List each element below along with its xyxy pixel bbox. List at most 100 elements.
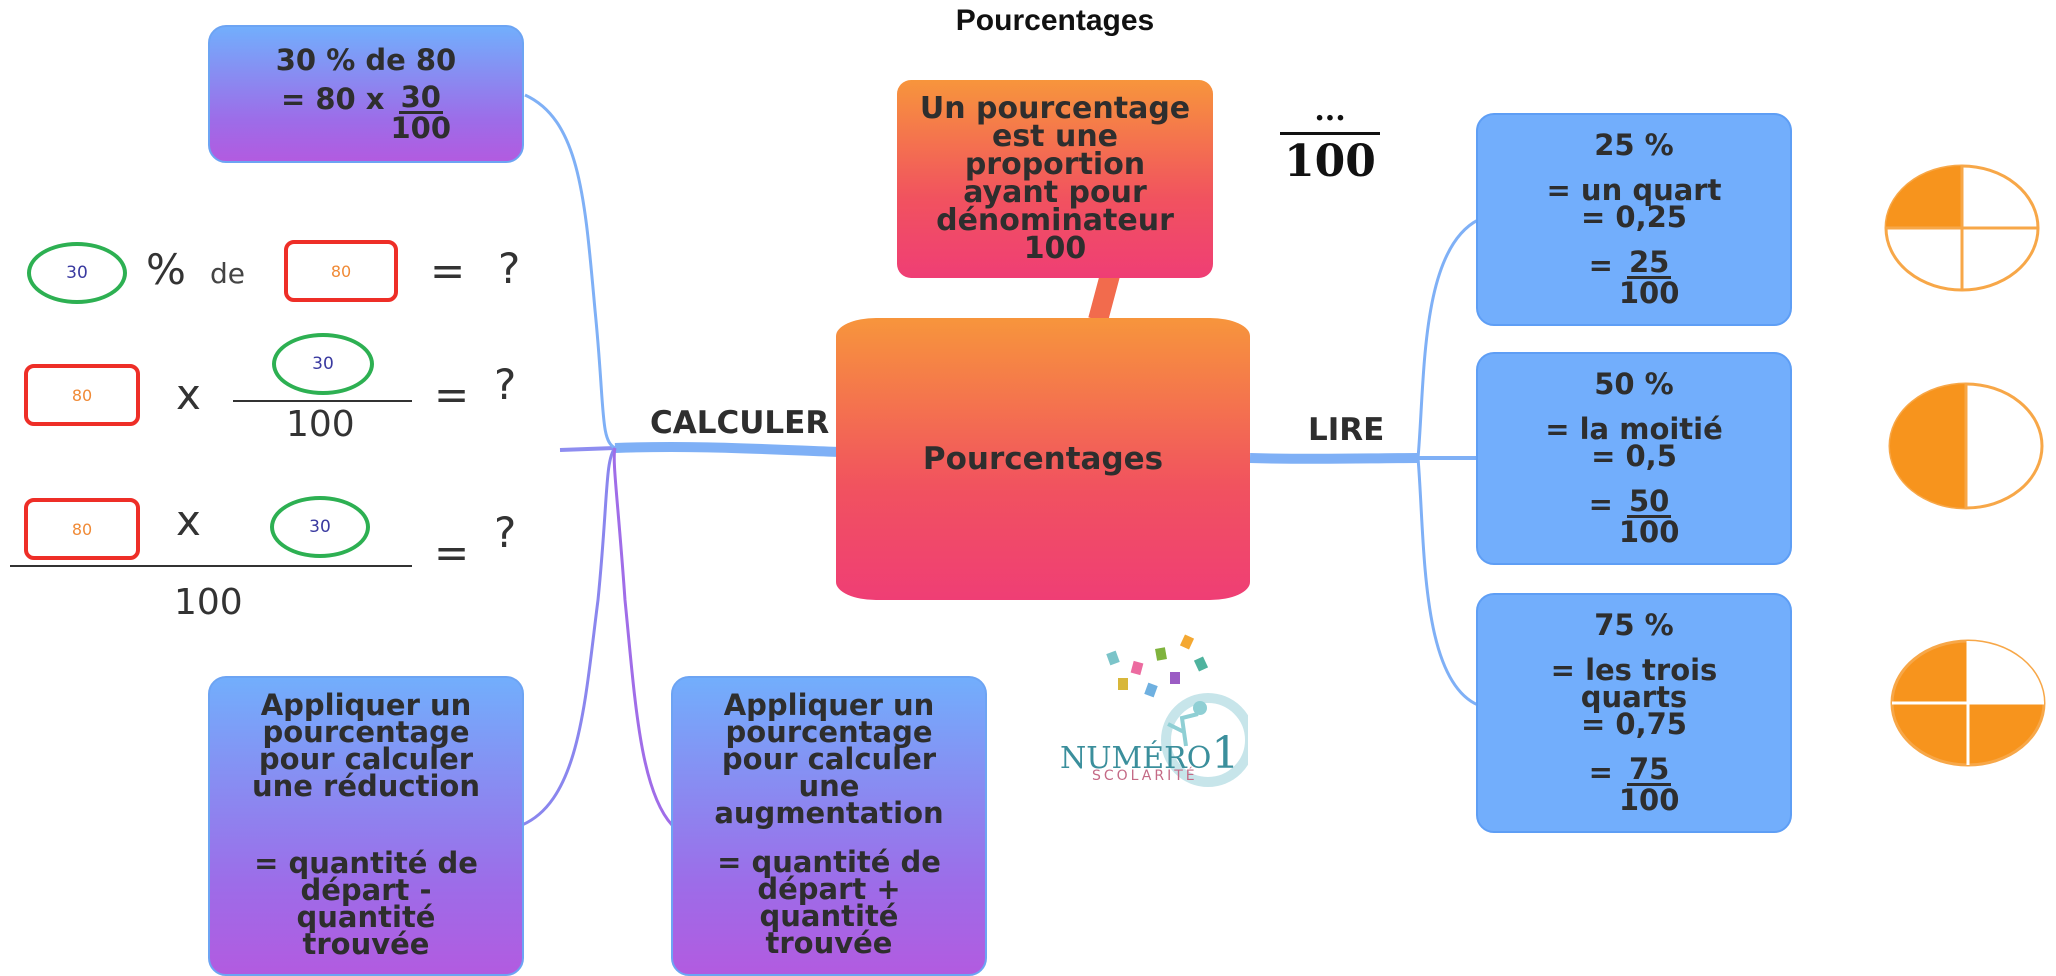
- central-topic-label: Pourcentages: [922, 441, 1164, 477]
- formula-row3-question: ?: [494, 508, 517, 557]
- formula-row3-denominator: 100: [174, 582, 243, 623]
- read-eq: =: [1588, 247, 1613, 282]
- formula-row2-denominator: 100: [286, 404, 355, 445]
- connector-augmentation: [612, 447, 674, 827]
- reduction-line: Appliquer un: [260, 688, 472, 722]
- read-numerator: 25: [1626, 245, 1672, 279]
- connector-calculer: [614, 441, 841, 457]
- formula-row2-percent-oval: 30: [272, 333, 374, 395]
- page-title: Pourcentages: [955, 4, 1155, 37]
- fraction-denominator: 100: [1284, 136, 1376, 187]
- definition-line: proportion: [964, 147, 1146, 182]
- augmentation-formula-line: = quantité de: [717, 845, 941, 879]
- read-denominator: 100: [1618, 276, 1680, 310]
- example-title: 30 % de 80: [275, 42, 457, 77]
- read-box-75: 75 % = les trois quarts = 0,75 = 75 100: [1476, 593, 1792, 833]
- read-numerator: 50: [1626, 484, 1672, 518]
- formula-row1-percent-sign: %: [146, 245, 186, 294]
- formula-row3-quantity-rect: 80: [24, 498, 140, 560]
- connector-25: [1416, 218, 1479, 459]
- read-box-50: 50 % = la moitié = 0,5 = 50 100: [1476, 352, 1792, 565]
- read-eq: =: [1588, 754, 1613, 789]
- augmentation-box: Appliquer un pourcentage pour calculer u…: [671, 676, 987, 976]
- read-words: = les trois: [1550, 653, 1718, 687]
- formula-row1-quantity-rect: 80: [284, 240, 398, 302]
- reduction-formula-line: quantité: [296, 900, 436, 934]
- read-numerator: 75: [1626, 752, 1672, 786]
- augmentation-formula-line: quantité: [759, 899, 899, 933]
- definition-line: est une: [991, 119, 1119, 154]
- read-fraction-row: = 75 100: [1588, 752, 1680, 817]
- formula-row2-question: ?: [494, 360, 517, 409]
- read-words: quarts: [1580, 680, 1688, 714]
- circle-50-filled-part: [1890, 384, 1966, 508]
- formula-row3-times: x: [176, 496, 201, 545]
- connector-definition: [1088, 272, 1120, 323]
- augmentation-line: une: [798, 769, 860, 803]
- read-eq: =: [1588, 486, 1613, 521]
- augmentation-line: augmentation: [714, 796, 944, 830]
- read-percent: 50 %: [1594, 367, 1674, 401]
- reduction-formula-line: départ -: [300, 873, 432, 907]
- logo-word: NUMÉRO: [1060, 741, 1212, 776]
- fraction-numerator: ...: [1280, 96, 1380, 135]
- formula-row2-times: x: [176, 370, 201, 419]
- central-topic: Pourcentages: [836, 318, 1250, 600]
- augmentation-line: pourcentage: [725, 715, 933, 749]
- connector-75: [1416, 457, 1479, 707]
- read-words: = la moitié: [1545, 412, 1723, 446]
- formula-row1-de: de: [210, 257, 245, 290]
- read-denominator: 100: [1618, 515, 1680, 549]
- example-eq: = 80 x: [280, 82, 385, 116]
- formula-row1-equals: =: [430, 246, 466, 295]
- branch-label-calculer: CALCULER: [650, 405, 830, 441]
- read-fraction: 50 100: [1618, 484, 1680, 549]
- read-decimal: = 0,75: [1581, 707, 1687, 741]
- read-decimal: = 0,25: [1581, 200, 1687, 234]
- example-fraction: 30 100: [390, 82, 452, 145]
- read-decimal: = 0,5: [1591, 439, 1677, 473]
- formula-row1-question: ?: [498, 244, 521, 293]
- formula-row3-equals: =: [434, 528, 470, 577]
- reduction-line: pour calculer: [258, 742, 474, 776]
- example-formula: = 80 x 30 100: [280, 82, 452, 145]
- three-quarter-circle-75: [1890, 639, 2046, 767]
- half-circle-50: [1888, 382, 2044, 510]
- logo-subtitle: SCOLARITÉ: [1092, 768, 1198, 784]
- read-box-25: 25 % = un quart = 0,25 = 25 100: [1476, 113, 1792, 326]
- read-fraction: 75 100: [1618, 752, 1680, 817]
- read-percent: 25 %: [1594, 128, 1674, 162]
- formula-row2-quantity-rect: 80: [24, 364, 140, 426]
- read-percent: 75 %: [1594, 608, 1674, 642]
- formula-row3-percent-oval: 30: [270, 496, 370, 558]
- connector-example: [524, 93, 616, 450]
- connector-lire: [1249, 453, 1419, 464]
- reduction-formula-line: = quantité de: [254, 846, 478, 880]
- quarter-circle-25: [1884, 164, 2040, 292]
- circle-75-empty-part: [1968, 641, 2044, 703]
- augmentation-line: pour calculer: [721, 742, 937, 776]
- definition-line: dénominateur: [936, 203, 1174, 238]
- read-denominator: 100: [1618, 783, 1680, 817]
- logo-wordmark: NUMÉRO1: [1060, 728, 1239, 779]
- reduction-line: une réduction: [252, 769, 480, 803]
- formula-row2-equals: =: [434, 370, 470, 419]
- connector-hub-left: [559, 446, 616, 452]
- reduction-formula-line: trouvée: [302, 927, 430, 961]
- read-fraction: 25 100: [1618, 245, 1680, 310]
- definition-box: Un pourcentage est une proportion ayant …: [897, 80, 1213, 278]
- example-denominator: 100: [390, 110, 452, 145]
- augmentation-formula-line: trouvée: [765, 926, 893, 960]
- logo-graphic: [1106, 634, 1255, 787]
- definition-line: 100: [1023, 231, 1087, 266]
- fraction-over-100: ... 100: [1280, 96, 1380, 189]
- example-box: 30 % de 80 = 80 x 30 100: [208, 25, 524, 163]
- connector-reduction: [521, 447, 617, 827]
- definition-line: Un pourcentage: [919, 91, 1191, 126]
- reduction-box: Appliquer un pourcentage pour calculer u…: [208, 676, 524, 976]
- reduction-line: pourcentage: [262, 715, 470, 749]
- branch-label-lire: LIRE: [1308, 412, 1385, 448]
- augmentation-line: Appliquer un: [723, 688, 935, 722]
